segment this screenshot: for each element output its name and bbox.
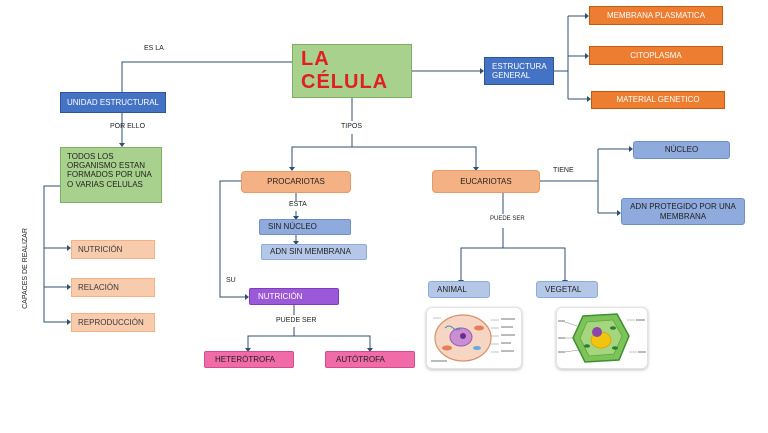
- node-reproduccion-text: REPRODUCCIÓN: [78, 317, 144, 327]
- node-vegetal-text: VEGETAL: [545, 284, 582, 294]
- plant-cell-image: [556, 307, 648, 369]
- label-tiene: TIENE: [553, 167, 574, 174]
- label-esta: ESTA: [289, 201, 307, 208]
- label-puede-ser-1: PUEDE SER: [276, 317, 317, 324]
- node-unidad-text: UNIDAD ESTRUCTURAL: [67, 97, 160, 107]
- node-todos-text: TODOS LOS ORGANISMO ESTAN FORMADOS POR U…: [67, 152, 152, 189]
- node-animal: ANIMAL: [428, 281, 490, 298]
- node-relacion-text: RELACIÓN: [78, 282, 119, 292]
- plant-cell-icon: [558, 313, 646, 363]
- node-nutricion: NUTRICIÓN: [71, 240, 155, 259]
- node-citoplasma-text: CITOPLASMA: [630, 50, 682, 60]
- title-line-1: LA: [301, 48, 330, 70]
- main-title: LA CÉLULA: [292, 44, 412, 98]
- node-sin-nucleo: SIN NÚCLEO: [259, 219, 351, 235]
- node-adn-protegido-text: ADN PROTEGIDO POR UNA MEMBRANA: [630, 202, 736, 221]
- node-reproduccion: REPRODUCCIÓN: [71, 313, 155, 332]
- node-sin-nucleo-text: SIN NÚCLEO: [268, 222, 317, 232]
- label-es-la: ES LA: [144, 45, 164, 52]
- node-autotrofa-text: AUTÓTROFA: [336, 354, 385, 364]
- node-citoplasma: CITOPLASMA: [589, 46, 723, 65]
- node-todos-organismos: TODOS LOS ORGANISMO ESTAN FORMADOS POR U…: [60, 147, 162, 203]
- node-nutricion2-text: NUTRICIÓN: [258, 291, 303, 301]
- node-unidad-estructural: UNIDAD ESTRUCTURAL: [60, 92, 166, 113]
- animal-cell-image: [426, 307, 522, 369]
- node-estructura-general: ESTRUCTURA GENERAL: [484, 57, 554, 85]
- node-nucleo-text: NÚCLEO: [664, 145, 699, 155]
- node-animal-text: ANIMAL: [437, 284, 467, 294]
- node-autotrofa: AUTÓTROFA: [325, 351, 415, 368]
- node-estructura-text: ESTRUCTURA GENERAL: [492, 61, 547, 80]
- label-capaces: CAPACES DE REALIZAR: [21, 228, 29, 309]
- animal-cell-icon: [431, 314, 515, 362]
- node-eucariotas-text: EUCARIOTAS: [460, 176, 512, 186]
- label-su: SU: [226, 277, 236, 284]
- node-adn-sin-text: ADN SIN MEMBRANA: [270, 247, 351, 257]
- title-line-2: CÉLULA: [301, 71, 389, 93]
- node-procariotas: PROCARIOTAS: [241, 171, 351, 193]
- node-eucariotas: EUCARIOTAS: [432, 170, 540, 193]
- label-tipos: TIPOS: [341, 123, 363, 130]
- node-membrana-text: MEMBRANA PLASMATICA: [606, 10, 706, 20]
- node-vegetal: VEGETAL: [536, 281, 598, 298]
- node-heterotrofa: HETERÓTROFA: [204, 351, 294, 368]
- node-heterotrofa-text: HETERÓTROFA: [215, 354, 276, 364]
- node-nutricion-text: NUTRICIÓN: [78, 244, 123, 254]
- node-adn-sin-membrana: ADN SIN MEMBRANA: [261, 244, 367, 260]
- node-procariotas-text: PROCARIOTAS: [267, 177, 325, 187]
- label-por-ello: POR ELLO: [110, 123, 146, 130]
- node-material-genetico: MATERIAL GENETICO: [591, 91, 725, 109]
- node-adn-protegido: ADN PROTEGIDO POR UNA MEMBRANA: [621, 198, 745, 225]
- node-membrana-plasmatica: MEMBRANA PLASMATICA: [589, 6, 723, 25]
- label-puede-ser-2: PUEDE SER: [490, 216, 525, 222]
- node-material-text: MATERIAL GENETICO: [616, 95, 700, 105]
- node-nutricion-procariotas: NUTRICIÓN: [249, 288, 339, 305]
- node-relacion: RELACIÓN: [71, 278, 155, 297]
- node-nucleo: NÚCLEO: [633, 141, 730, 159]
